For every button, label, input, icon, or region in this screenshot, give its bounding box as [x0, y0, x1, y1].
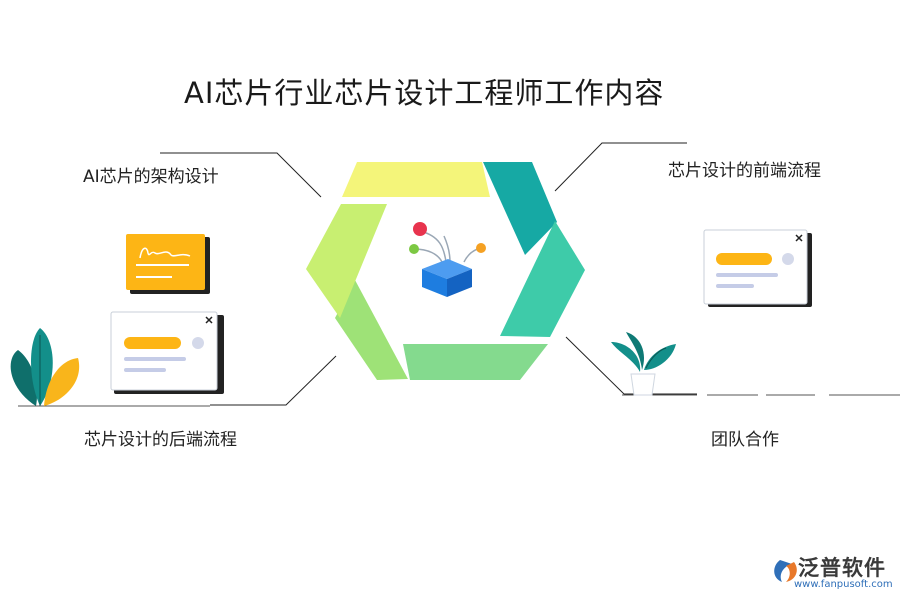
hex-segment-lower-left — [335, 280, 408, 380]
potted-plant-icon — [611, 332, 676, 396]
label-frontend-flow: 芯片设计的前端流程 — [668, 161, 821, 181]
connector-lines — [160, 142, 697, 406]
brand-watermark: 泛普软件 www.fanpusoft.com — [772, 552, 893, 592]
connector-top-left — [160, 152, 322, 198]
dot-orange — [476, 243, 486, 253]
brand-name: 泛普软件 — [798, 556, 886, 580]
signature-card-icon — [126, 234, 210, 294]
ground-lines — [18, 394, 900, 407]
label-architecture-design: AI芯片的架构设计 — [83, 167, 219, 187]
hex-segment-top — [342, 162, 490, 197]
plant-icon — [10, 328, 80, 407]
dialog-window-icon-right — [703, 229, 812, 307]
hexagon-ring — [306, 162, 585, 380]
connector-bottom-left — [210, 355, 337, 406]
box-with-connections-icon — [409, 222, 486, 297]
hex-segment-upper-right — [483, 162, 557, 255]
connector-bottom-right — [565, 336, 697, 395]
dialog-window-icon-left — [110, 311, 224, 394]
label-backend-flow: 芯片设计的后端流程 — [84, 430, 237, 450]
dot-green — [409, 244, 419, 254]
hex-segment-upper-left — [306, 204, 387, 318]
page-title: AI芯片行业芯片设计工程师工作内容 — [184, 76, 665, 110]
hex-segment-lower-right — [500, 221, 585, 337]
brand-url: www.fanpusoft.com — [794, 579, 893, 590]
close-icon — [795, 234, 803, 242]
label-teamwork: 团队合作 — [711, 430, 779, 450]
dot-red — [413, 222, 427, 236]
fanpu-logo-icon — [774, 560, 797, 582]
hex-segment-bottom — [403, 344, 548, 380]
close-icon — [205, 316, 213, 324]
connector-top-right — [554, 142, 687, 192]
